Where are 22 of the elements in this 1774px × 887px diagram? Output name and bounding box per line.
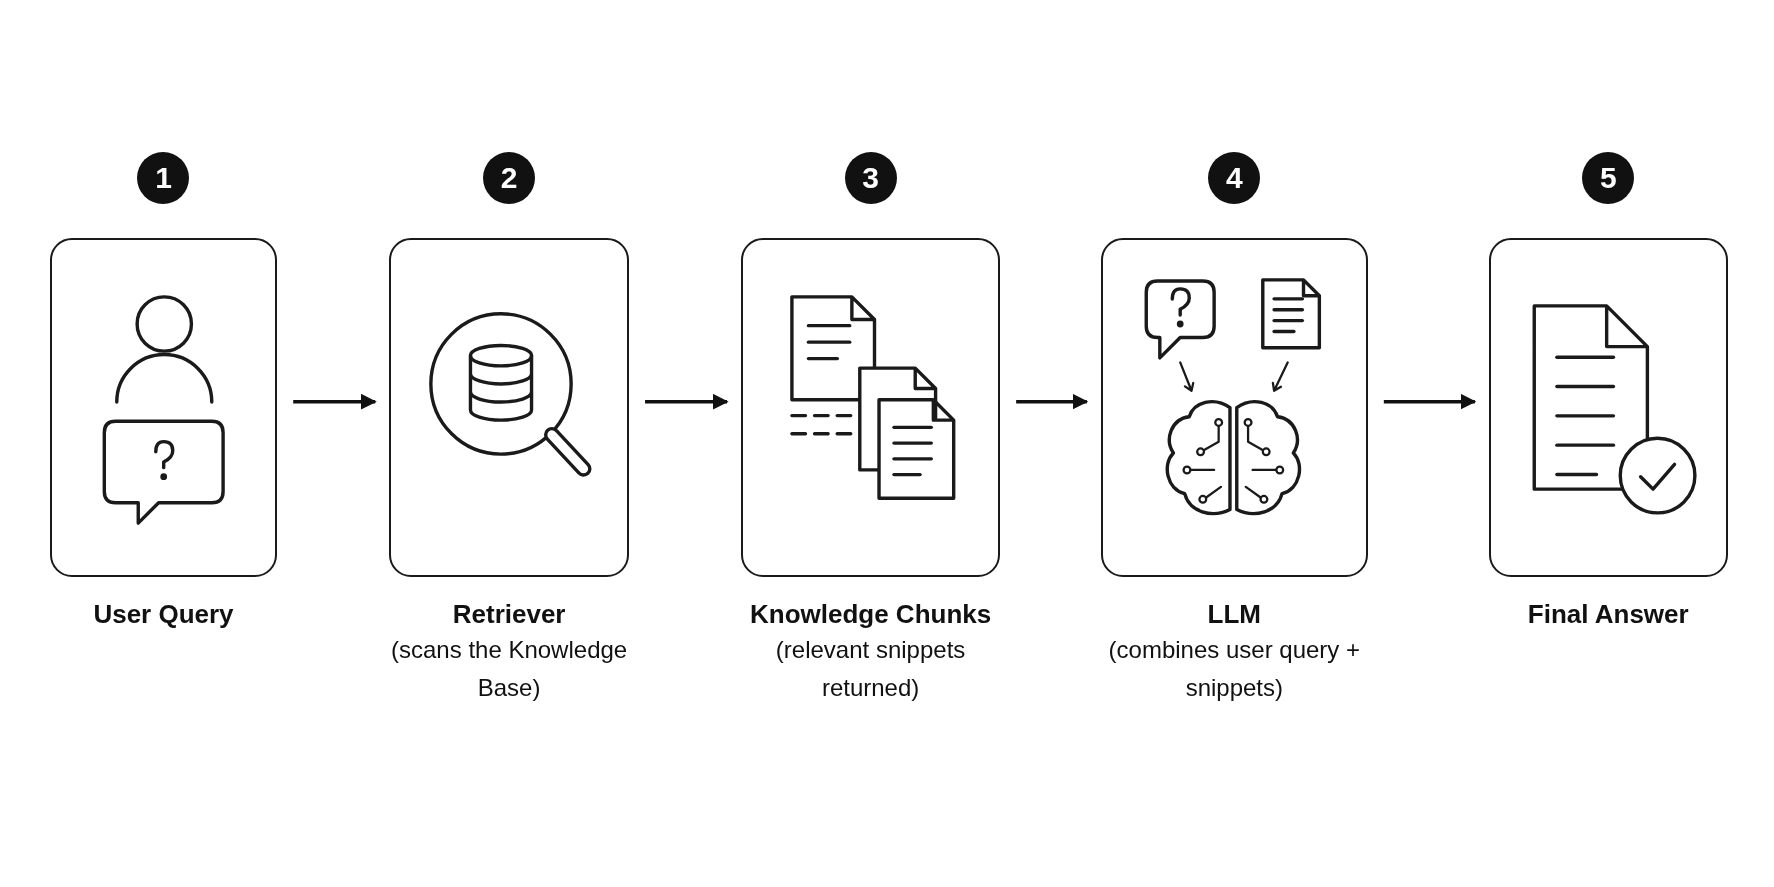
- arrow: [645, 393, 729, 410]
- arrow: [1383, 393, 1477, 410]
- step-description: (relevant snippets returned): [774, 635, 967, 704]
- step-number: 2: [483, 151, 536, 204]
- step-title: Final Answer: [1527, 598, 1689, 632]
- step-title: LLM: [1207, 598, 1262, 632]
- step-title: Knowledge Chunks: [749, 598, 992, 632]
- arrow: [1016, 393, 1089, 410]
- step-title: User Query: [93, 598, 234, 632]
- step-box: [49, 237, 278, 577]
- step-title: Retriever: [452, 598, 566, 632]
- step-box: [741, 237, 1001, 577]
- step-description: (combines user query + snippets): [1107, 635, 1362, 704]
- step-box: [1488, 237, 1728, 577]
- step-box: [389, 237, 630, 577]
- step-number: 4: [1208, 151, 1261, 204]
- step-number: 5: [1582, 151, 1635, 204]
- arrow: [293, 393, 377, 410]
- step-description: (scans the Knowledge Base): [390, 635, 629, 704]
- step-number: 1: [137, 151, 190, 204]
- step-number: 3: [844, 151, 897, 204]
- step-box: [1100, 237, 1368, 577]
